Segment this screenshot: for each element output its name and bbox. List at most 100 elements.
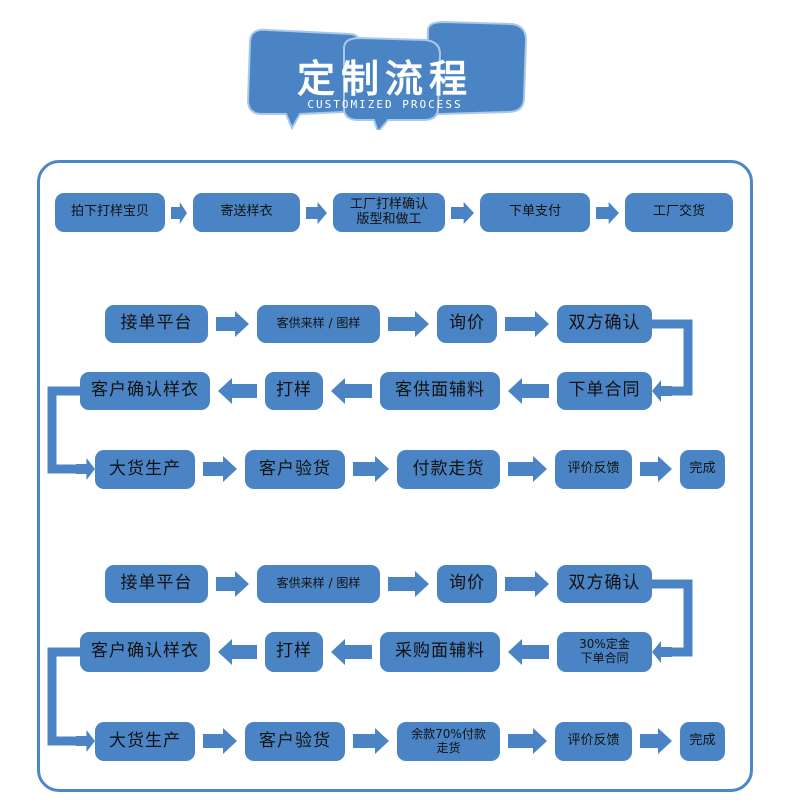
- connector-right: [652, 319, 693, 396]
- process-step: 接单平台: [105, 565, 208, 603]
- process-step-label: 打样: [276, 380, 312, 401]
- process-step: 大货生产: [95, 722, 195, 761]
- process-step: 拍下打样宝贝: [55, 193, 165, 232]
- connector-left: [47, 386, 80, 474]
- connector-right: [652, 579, 693, 657]
- process-step: 大货生产: [95, 450, 195, 489]
- arrow-right-icon: [216, 311, 249, 337]
- process-step: 打样: [265, 372, 323, 410]
- process-step: 客供面辅料: [380, 372, 500, 410]
- process-step: 双方确认: [557, 565, 652, 603]
- process-step-label: 拍下打样宝贝: [70, 204, 149, 220]
- arrow-right-icon: [203, 728, 237, 754]
- speech-bubble-icon: [246, 20, 528, 130]
- arrow-right-icon: [505, 571, 549, 597]
- process-step: 客户验货: [245, 722, 345, 761]
- process-step-label: 下单合同: [580, 651, 629, 665]
- process-step: 寄送样衣: [193, 193, 300, 232]
- arrow-right-icon: [203, 456, 237, 482]
- process-step-label: 客户验货: [259, 458, 331, 479]
- arrow-right-icon: [640, 456, 672, 482]
- arrow-right-icon: [596, 202, 619, 224]
- process-step-label: 接单平台: [120, 573, 193, 594]
- process-frame: [37, 160, 753, 792]
- process-step-label: 付款走货: [412, 458, 485, 479]
- arrow-left-icon: [218, 378, 257, 404]
- process-step: 下单支付: [480, 193, 590, 232]
- process-step-label: 完成: [689, 733, 716, 749]
- process-step: 客供来样 / 图样: [257, 305, 380, 343]
- arrow-right-icon: [505, 311, 549, 337]
- arrow-left-icon: [652, 380, 672, 402]
- process-step-label: 客户确认样衣: [91, 641, 199, 662]
- process-step: 30%定金下单合同: [557, 632, 652, 672]
- process-step: 下单合同: [557, 372, 652, 410]
- process-step-label: 询价: [449, 313, 485, 334]
- process-step-label: 评价反馈: [567, 461, 620, 477]
- arrow-right-icon: [508, 456, 547, 482]
- process-step: 双方确认: [557, 305, 652, 343]
- process-step: 询价: [437, 565, 497, 603]
- process-step-label: 完成: [689, 461, 716, 477]
- process-step-label: 下单合同: [568, 380, 641, 401]
- process-step: 采购面辅料: [380, 632, 500, 672]
- arrow-right-icon: [76, 458, 95, 480]
- process-step: 客户验货: [245, 450, 345, 489]
- arrow-right-icon: [306, 202, 327, 224]
- process-step: 余款70%付款走货: [397, 722, 500, 761]
- process-step-label: 客供来样 / 图样: [276, 316, 361, 331]
- arrow-left-icon: [652, 641, 672, 663]
- process-step-label: 双方确认: [568, 573, 641, 594]
- process-step-label: 客户确认样衣: [91, 380, 199, 401]
- arrow-right-icon: [640, 728, 672, 754]
- process-step: 完成: [680, 450, 725, 489]
- arrow-right-icon: [76, 730, 95, 752]
- process-step-label: 余款70%付款: [411, 726, 486, 741]
- process-step-label: 双方确认: [568, 313, 641, 334]
- arrow-left-icon: [331, 378, 372, 404]
- process-step-label: 打样: [276, 641, 312, 662]
- process-step-label: 寄送样衣: [220, 204, 273, 220]
- arrow-right-icon: [388, 571, 429, 597]
- process-step-label: 询价: [449, 573, 485, 594]
- arrow-right-icon: [353, 728, 389, 754]
- process-step: 评价反馈: [555, 722, 632, 761]
- process-step: 客户确认样衣: [80, 372, 210, 410]
- process-step: 客户确认样衣: [80, 632, 210, 672]
- process-step-label: 采购面辅料: [395, 641, 485, 662]
- process-step: 工厂打样确认版型和做工: [333, 193, 445, 232]
- process-step: 完成: [680, 722, 725, 761]
- process-step-label: 大货生产: [109, 458, 181, 479]
- process-step-label: 工厂打样确认: [349, 196, 428, 212]
- process-step: 接单平台: [105, 305, 208, 343]
- process-step: 付款走货: [397, 450, 500, 489]
- process-step: 打样: [265, 632, 323, 672]
- process-step-label: 客户验货: [259, 730, 331, 751]
- arrow-right-icon: [216, 571, 249, 597]
- arrow-left-icon: [218, 639, 257, 665]
- page-subtitle: CUSTOMIZED PROCESS: [307, 98, 463, 111]
- process-step-label: 大货生产: [109, 730, 181, 751]
- arrow-right-icon: [388, 311, 429, 337]
- process-step-label: 30%定金: [579, 637, 630, 652]
- process-step-label: 客供来样 / 图样: [276, 576, 361, 591]
- process-step-label: 走货: [436, 740, 461, 755]
- process-step: 评价反馈: [555, 450, 632, 489]
- process-step-label: 评价反馈: [567, 733, 620, 749]
- process-step: 工厂交货: [625, 193, 733, 232]
- process-step: 客供来样 / 图样: [257, 565, 380, 603]
- process-step-label: 工厂交货: [652, 204, 705, 220]
- process-step-label: 接单平台: [120, 313, 193, 334]
- page-title: 定制流程: [296, 57, 473, 101]
- connector-left: [47, 647, 80, 746]
- header-banner: 定制流程 CUSTOMIZED PROCESS: [240, 20, 530, 130]
- arrow-right-icon: [353, 456, 389, 482]
- process-step-label: 版型和做工: [356, 211, 422, 227]
- arrow-right-icon: [171, 202, 187, 224]
- process-step-label: 下单支付: [508, 204, 561, 220]
- arrow-right-icon: [508, 728, 547, 754]
- arrow-left-icon: [508, 378, 549, 404]
- arrow-right-icon: [451, 202, 474, 224]
